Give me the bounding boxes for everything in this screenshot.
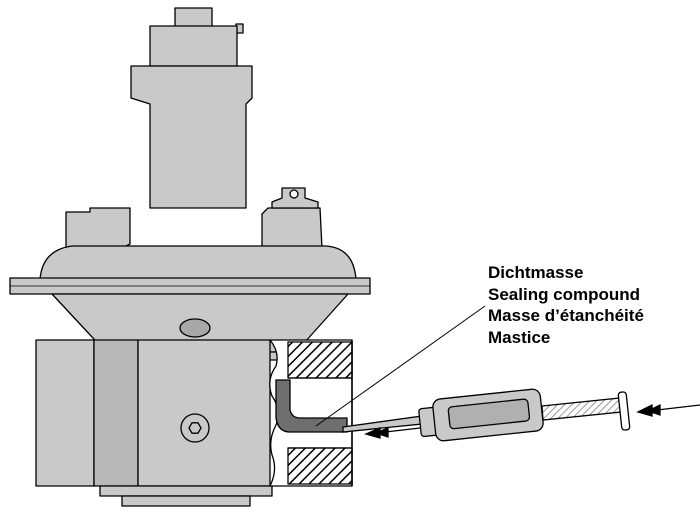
diaphragm-dome bbox=[39, 245, 357, 281]
bottom-tab bbox=[121, 495, 251, 507]
arrow-icon bbox=[636, 403, 700, 417]
thread-bottom bbox=[287, 447, 353, 485]
body-left bbox=[35, 339, 95, 487]
label-fr: Masse d’étanchéité bbox=[488, 306, 644, 325]
thread-top bbox=[287, 341, 353, 379]
plunger-shaft bbox=[541, 397, 622, 421]
body-right bbox=[137, 339, 271, 487]
hex-socket-screw-icon bbox=[180, 413, 210, 443]
bonnet-left bbox=[65, 207, 131, 249]
label-en: Sealing compound bbox=[488, 284, 641, 304]
plunger-head bbox=[617, 391, 631, 431]
arrow-icon bbox=[364, 427, 421, 439]
cone-boss bbox=[179, 318, 211, 338]
bottom-flange bbox=[99, 485, 273, 497]
label-it: Mastice bbox=[488, 327, 551, 347]
body-mid bbox=[93, 339, 139, 487]
syringe-window bbox=[447, 398, 531, 430]
cap-collar bbox=[149, 25, 238, 67]
vent-hole bbox=[289, 189, 299, 199]
sealing-compound-bead bbox=[275, 379, 348, 433]
syringe-applicator bbox=[342, 388, 631, 442]
sealing-compound-label: Dichtmasse Sealing compound Masse d’étan… bbox=[488, 262, 644, 348]
leader-line bbox=[315, 305, 486, 427]
spring-housing bbox=[130, 65, 253, 209]
bonnet-right bbox=[261, 207, 323, 249]
label-de: Dichtmasse bbox=[488, 263, 584, 282]
